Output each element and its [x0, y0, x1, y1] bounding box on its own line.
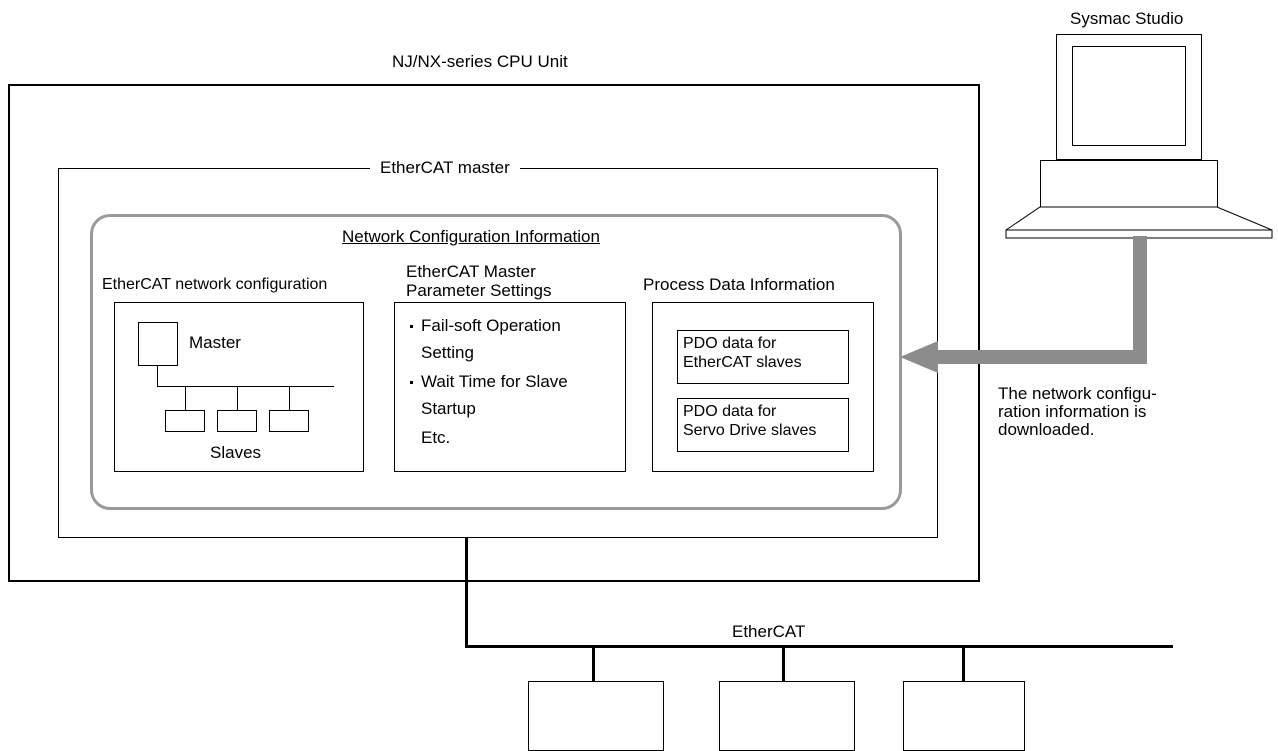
network-topology-box [114, 302, 364, 472]
topology-bus-line [157, 386, 334, 387]
pdo-ethercat-slaves-box: PDO data for EtherCAT slaves [677, 330, 849, 384]
pdo1-line1: PDO data for [683, 335, 777, 352]
pdo-servo-slaves-box: PDO data for Servo Drive slaves [677, 398, 849, 452]
master-drop-line [157, 366, 158, 386]
bullet-dot [410, 381, 413, 384]
download-note-line2: ration information is [998, 402, 1147, 421]
param-item1-line2: Setting [421, 343, 474, 362]
ethercat-slave-drop [592, 648, 595, 681]
computer-screen [1072, 46, 1186, 146]
network-config-title: EtherCAT network configuration [102, 276, 328, 293]
slave-node [269, 410, 309, 432]
ethercat-slave-device [903, 681, 1025, 751]
ethercat-drop-line [465, 538, 468, 648]
pdo2-line1: PDO data for [683, 403, 777, 420]
ethercat-label: EtherCAT [732, 622, 806, 641]
param-settings-box [394, 302, 626, 472]
param-item1-line1: Fail-soft Operation [421, 316, 561, 335]
cpu-unit-title: NJ/NX-series CPU Unit [392, 52, 568, 71]
network-config-info-title: Network Configuration Information [342, 227, 600, 246]
download-note-line1: The network configu- [998, 384, 1157, 403]
ethercat-bus-line [465, 645, 1173, 648]
master-node-label: Master [189, 333, 241, 352]
ethercat-slave-device [719, 681, 855, 751]
computer-base [1040, 160, 1218, 208]
master-node [138, 322, 178, 366]
param-item2-line2: Startup [421, 399, 476, 418]
param-settings-title-line1: EtherCAT Master [406, 262, 536, 281]
ethercat-slave-drop [962, 648, 965, 681]
slave-drop-line [185, 386, 186, 410]
slave-drop-line [237, 386, 238, 410]
computer-keyboard [1005, 206, 1273, 239]
slave-node [217, 410, 257, 432]
bullet-dot [410, 325, 413, 328]
sysmac-studio-label: Sysmac Studio [1070, 9, 1184, 28]
slave-node [165, 410, 205, 432]
ethercat-master-title: EtherCAT master [370, 158, 520, 178]
ethercat-slave-device [528, 681, 664, 751]
param-etc: Etc. [421, 428, 451, 447]
download-arrow [900, 236, 1147, 373]
pdo2-line2: Servo Drive slaves [683, 422, 817, 439]
slave-drop-line [289, 386, 290, 410]
process-data-title: Process Data Information [643, 275, 835, 294]
pdo1-line2: EtherCAT slaves [683, 354, 802, 371]
download-note-line3: downloaded. [998, 420, 1095, 439]
param-item2-line1: Wait Time for Slave [421, 372, 568, 391]
param-settings-title-line2: Parameter Settings [406, 281, 552, 300]
slaves-label: Slaves [210, 443, 262, 462]
ethercat-slave-drop [782, 648, 785, 681]
